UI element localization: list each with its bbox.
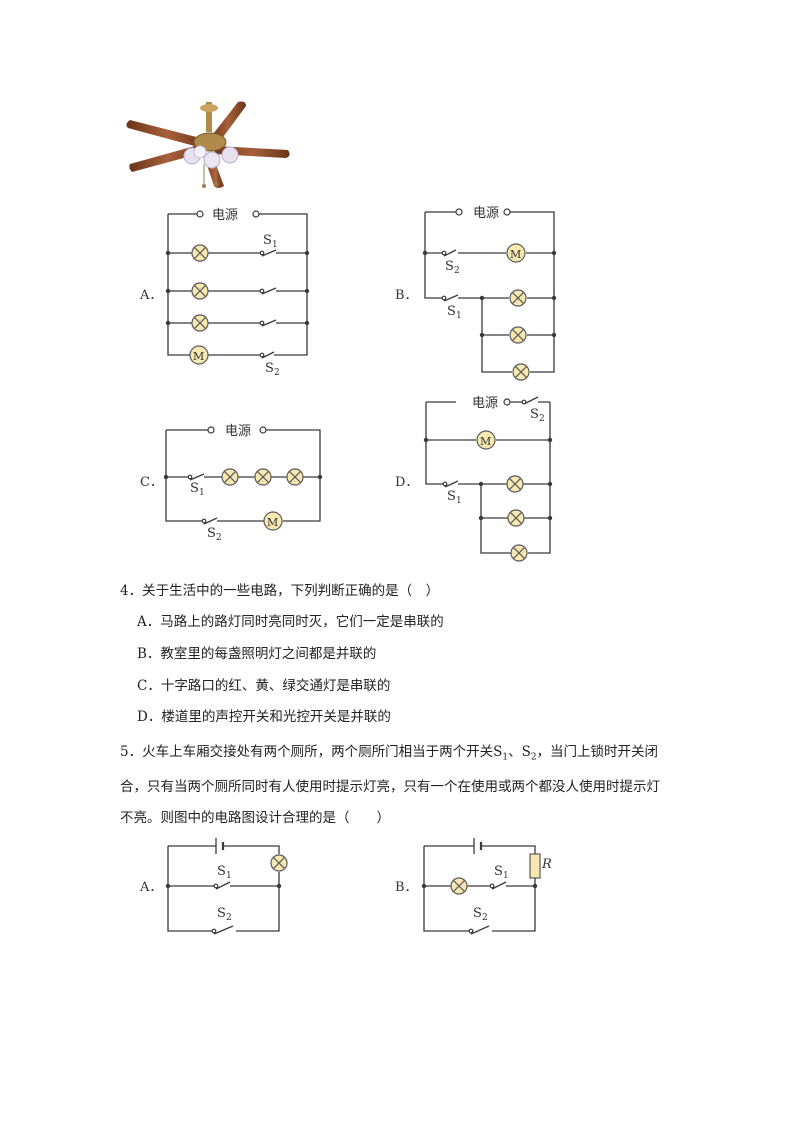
svg-text:2: 2 (454, 266, 460, 276)
svg-text:S: S (494, 864, 503, 879)
svg-text:S: S (207, 526, 216, 541)
svg-text:电源: 电源 (472, 396, 498, 411)
q4-stem: 4．关于生活中的一些电路，下列判断正确的是（ ） (120, 583, 440, 599)
svg-text:1: 1 (456, 496, 462, 506)
q4-option-a: A．马路上的路灯同时亮同时灭，它们一定是串联的 (137, 614, 444, 630)
q4-option-b: B．教室里的每盏照明灯之间都是并联的 (137, 646, 377, 662)
svg-text:S: S (445, 259, 454, 274)
svg-text:S: S (530, 407, 539, 422)
svg-text:电源: 电源 (473, 206, 499, 221)
svg-text:2: 2 (226, 913, 232, 923)
svg-text:S: S (217, 864, 226, 879)
svg-text:S: S (217, 906, 226, 921)
q5-option-label-a: A． (139, 880, 162, 895)
option-label-a: A． (139, 288, 162, 303)
svg-text:S: S (263, 233, 272, 248)
q4-option-d: D．楼道里的声控开关和光控开关是并联的 (137, 709, 391, 725)
q5-stem-line3: 不亮。则图中的电路图设计合理的是（ ） (120, 810, 390, 826)
q5-stem-line1: 5．火车上车厢交接处有两个厕所，两个厕所门相当于两个开关S1、S2，当门上锁时开… (120, 744, 659, 763)
svg-text:2: 2 (274, 368, 280, 378)
svg-text:M: M (510, 248, 521, 261)
power-label: 电源 (212, 208, 238, 223)
svg-text:S: S (473, 906, 482, 921)
q4-option-c: C．十字路口的红、黄、绿交通灯是串联的 (137, 678, 391, 694)
q5-stem-line2: 合，只有当两个厕所同时有人使用时提示灯亮，只有一个在使用或两个都没人使用时提示灯 (120, 779, 660, 795)
svg-text:2: 2 (216, 533, 222, 543)
ceiling-fan-image (126, 101, 290, 188)
svg-text:M: M (267, 516, 278, 529)
svg-text:电源: 电源 (225, 424, 251, 439)
svg-text:S: S (447, 304, 456, 319)
s1-label: 1 (272, 240, 278, 250)
svg-text:M: M (480, 435, 491, 448)
motor-label: M (193, 350, 204, 363)
svg-text:1: 1 (456, 311, 462, 321)
option-label-b: B． (395, 288, 418, 303)
svg-text:1: 1 (199, 488, 205, 498)
q5-option-label-b: B． (395, 880, 418, 895)
svg-text:S: S (190, 481, 199, 496)
svg-text:1: 1 (503, 871, 509, 881)
resistor-label: R (541, 857, 552, 872)
option-label-c: C． (140, 475, 163, 490)
svg-text:S: S (265, 361, 274, 376)
option-label-d: D． (395, 475, 418, 490)
svg-text:2: 2 (482, 913, 488, 923)
svg-text:S: S (447, 489, 456, 504)
svg-text:1: 1 (226, 871, 232, 881)
svg-text:2: 2 (539, 414, 545, 424)
